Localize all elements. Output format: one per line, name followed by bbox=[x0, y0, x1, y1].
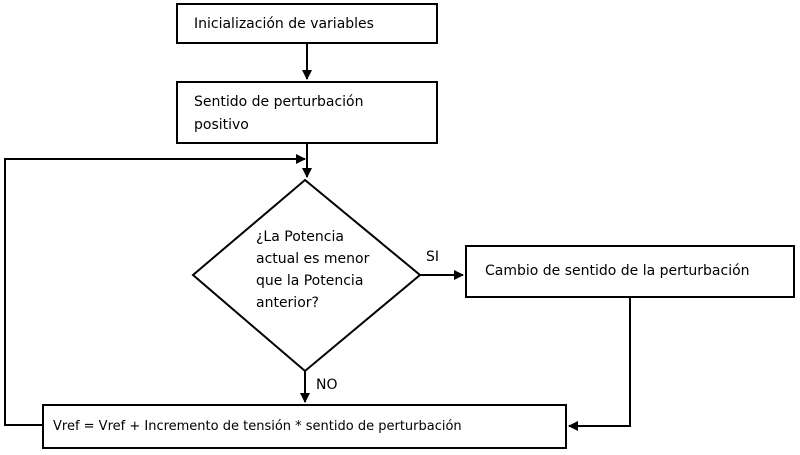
decision-node-line1: ¿La Potencia bbox=[256, 229, 344, 245]
edge-change-to-vref bbox=[568, 298, 631, 431]
edge-vref-loop-back bbox=[4, 154, 306, 426]
yes-edge-label: SI bbox=[426, 249, 440, 265]
change-node-label: Cambio de sentido de la perturbación bbox=[485, 263, 750, 279]
vref-node-label: Vref = Vref + Incremento de tensión * se… bbox=[53, 419, 462, 434]
sense-node-line1: Sentido de perturbación bbox=[194, 94, 364, 110]
decision-node-shape bbox=[191, 178, 422, 373]
decision-node-line2: actual es menor bbox=[256, 251, 370, 267]
decision-node-line4: anterior? bbox=[256, 295, 319, 311]
sense-node: Sentido de perturbación positivo bbox=[176, 81, 438, 144]
init-node-label: Inicialización de variables bbox=[194, 16, 374, 32]
init-node: Inicialización de variables bbox=[176, 3, 438, 44]
change-node: Cambio de sentido de la perturbación bbox=[465, 245, 795, 298]
decision-node: ¿La Potencia actual es menor que la Pote… bbox=[256, 226, 376, 326]
sense-node-line2: positivo bbox=[194, 117, 249, 133]
vref-node: Vref = Vref + Incremento de tensión * se… bbox=[42, 404, 567, 449]
no-edge-label: NO bbox=[316, 377, 338, 393]
decision-node-line3: que la Potencia bbox=[256, 273, 364, 289]
